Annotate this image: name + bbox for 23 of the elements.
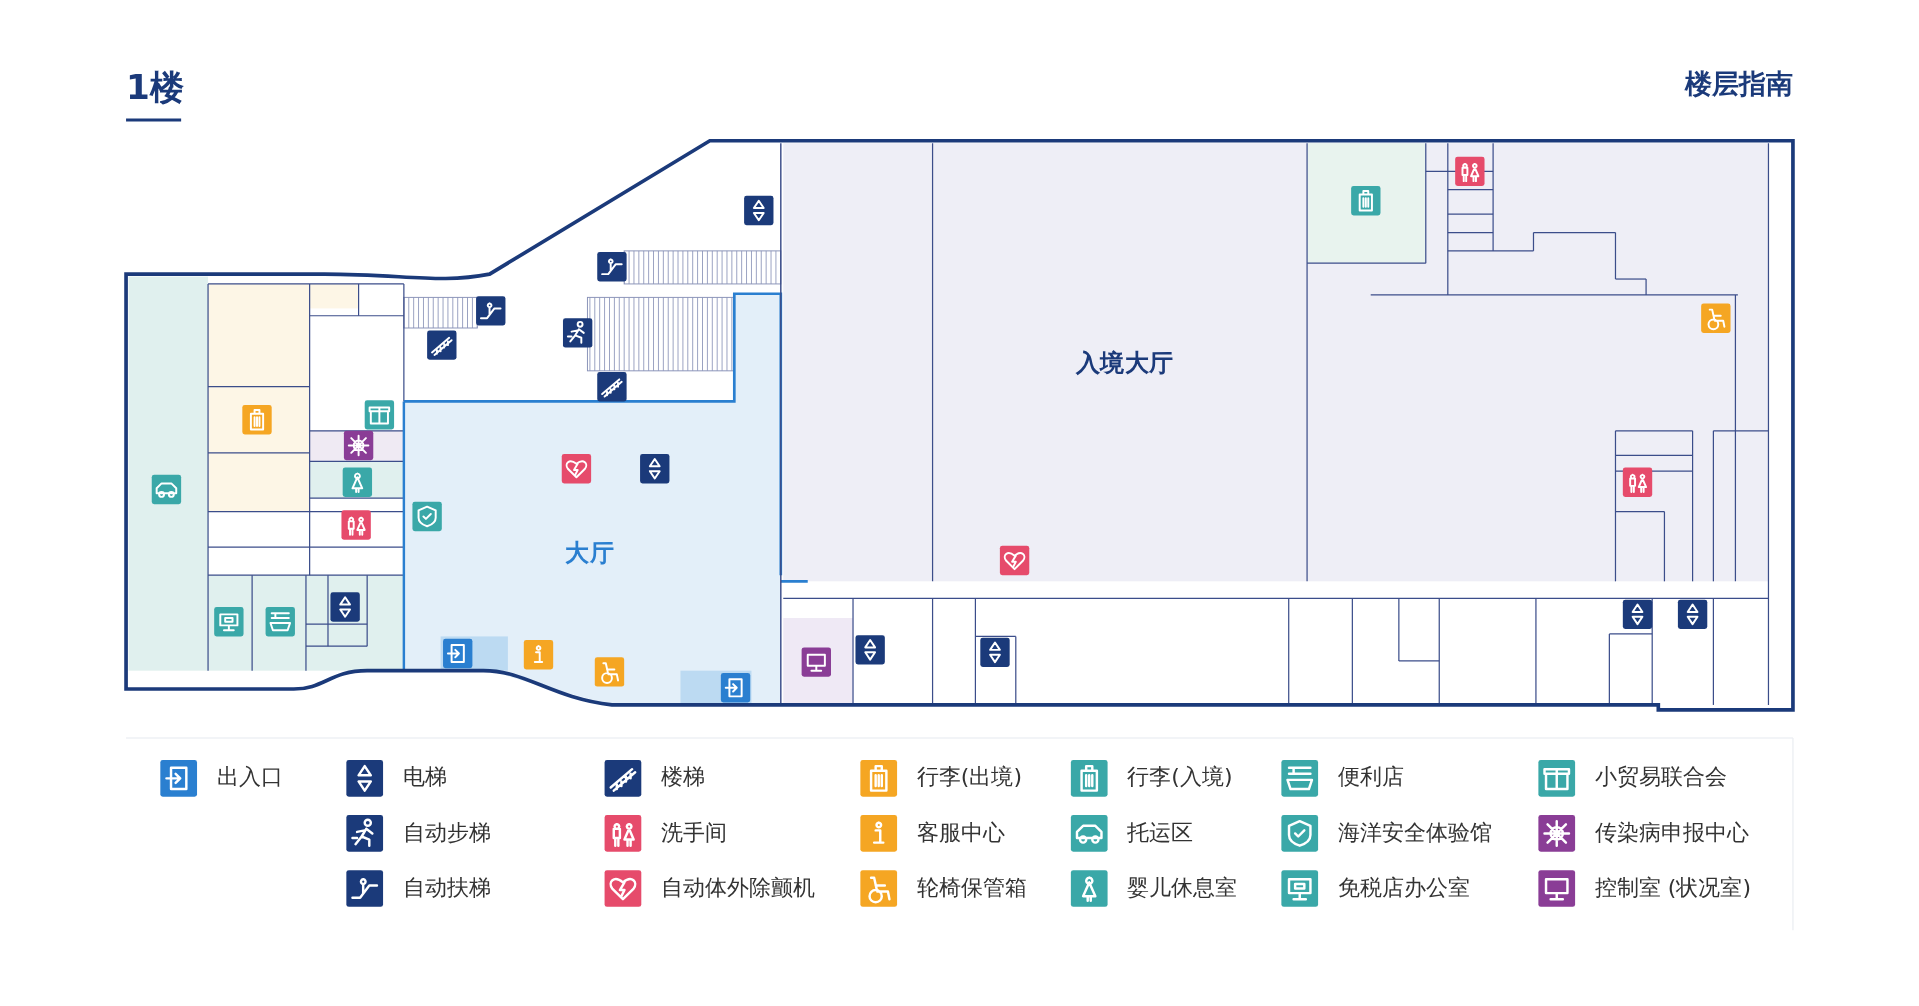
legend-label: 行李(入境) bbox=[1127, 766, 1233, 789]
legend-label: 自动体外除颤机 bbox=[660, 876, 816, 899]
legend-label: 自动步梯 bbox=[402, 821, 491, 844]
legend-label: 自动扶梯 bbox=[402, 876, 491, 899]
legend-label: 客服中心 bbox=[916, 821, 1005, 844]
page-heading: 楼层指南 bbox=[1685, 71, 1793, 98]
legend-label: 电梯 bbox=[402, 766, 447, 789]
legend-label: 控制室 (状况室) bbox=[1594, 876, 1752, 899]
legend-label: 托运区 bbox=[1127, 821, 1194, 844]
legend-label: 便利店 bbox=[1337, 766, 1404, 789]
room-label: 入境大厅 bbox=[1075, 350, 1174, 375]
legend-label: 婴儿休息室 bbox=[1127, 876, 1238, 899]
legend-label: 轮椅保管箱 bbox=[916, 876, 1027, 899]
room-label: 大厅 bbox=[565, 539, 615, 565]
legend-label: 行李(出境) bbox=[916, 766, 1022, 789]
legend-label: 楼梯 bbox=[660, 766, 705, 789]
legend-label: 免税店办公室 bbox=[1337, 876, 1470, 899]
legend-label: 海洋安全体验馆 bbox=[1337, 821, 1492, 844]
legend-label: 小贸易联合会 bbox=[1594, 766, 1727, 789]
legend-label: 出入口 bbox=[216, 766, 283, 789]
page-title: 1楼 bbox=[126, 71, 185, 106]
legend-label: 洗手间 bbox=[660, 821, 727, 844]
legend-label: 传染病申报中心 bbox=[1594, 821, 1749, 844]
